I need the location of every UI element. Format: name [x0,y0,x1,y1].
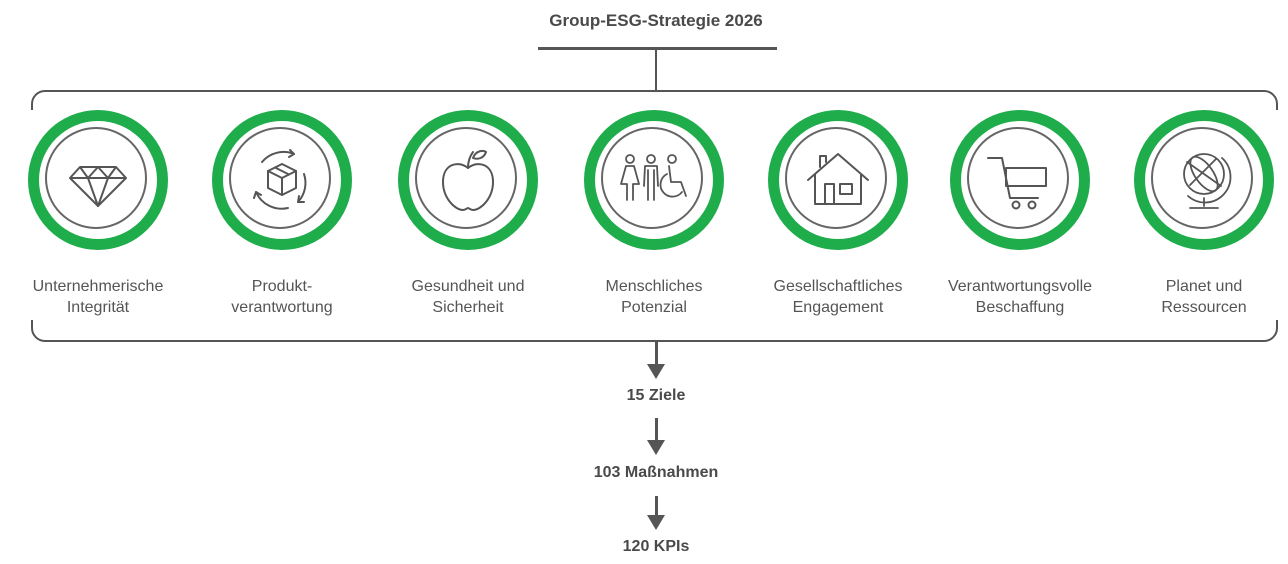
globe-icon [1183,153,1232,209]
down-arrow-icon [647,515,665,530]
apple-icon [442,149,494,211]
down-arrow-icon [647,364,665,379]
pillar-label-line1: Planet und [1165,278,1243,295]
title-underline [538,47,777,50]
pillar-label-line2: Potenzial [621,299,687,316]
pillar-label-line1: Menschliches [605,278,703,295]
pillar-label-line2: verantwortung [231,299,333,316]
down-arrow-icon [647,440,665,455]
step-kpis: 120 KPIs [622,538,690,555]
title-connector [655,50,657,90]
arrow-connector [655,418,658,440]
pillar-label-line2: Ressourcen [1161,299,1247,316]
pillar-label-line1: Unternehmerische [32,278,164,295]
pillar-label-line2: Beschaffung [975,299,1065,316]
diagram-title: Group-ESG-Strategie 2026 [549,11,763,30]
people-icon [620,154,687,201]
cart-icon [987,157,1047,210]
arrow-connector [655,496,658,516]
diamond-icon [69,166,127,207]
pillar-label-line1: Gesellschaftliches [773,278,903,295]
cycle-box-icon [253,149,307,210]
pillar-label-line2: Sicherheit [432,299,504,316]
pillar-label-line1: Produkt- [251,278,313,295]
pillar-label-line1: Gesundheit und [411,278,525,295]
step-measures: 103 Maßnahmen [593,464,719,481]
house-icon [807,153,869,205]
pillar-label-line2: Integrität [66,299,130,316]
arrow-connector [655,342,658,364]
step-goals: 15 Ziele [626,387,686,404]
pillar-label-line2: Engagement [792,299,884,316]
pillar-label-line1: Verantwortungsvolle [947,278,1093,295]
